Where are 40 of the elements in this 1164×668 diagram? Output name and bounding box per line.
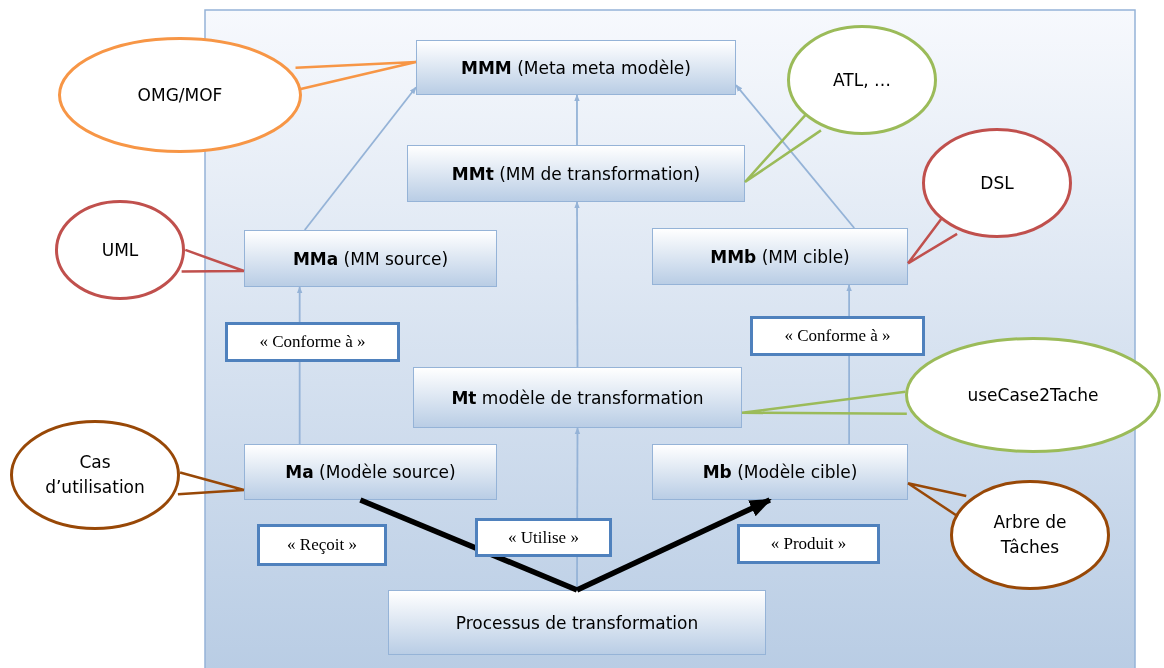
callout-text: DSL bbox=[979, 171, 1015, 195]
edge-label: « Conforme à » bbox=[225, 322, 400, 362]
edge-label: « Utilise » bbox=[475, 518, 612, 557]
model-box bbox=[244, 230, 497, 287]
callout-pointer bbox=[176, 471, 246, 496]
model-box bbox=[652, 444, 908, 500]
box-label: MMM (Meta meta modèle) bbox=[461, 57, 691, 78]
arrow bbox=[735, 84, 856, 229]
model-box bbox=[413, 367, 742, 428]
box-label: MMt (MM de transformation) bbox=[451, 163, 701, 184]
arrow bbox=[575, 497, 772, 593]
box-label: MMa (MM source) bbox=[292, 248, 449, 269]
callout-pointer bbox=[906, 216, 959, 265]
model-box bbox=[652, 228, 908, 285]
arrow bbox=[303, 86, 417, 231]
callout-pointer bbox=[743, 112, 823, 184]
box-label: Processus de transformation bbox=[455, 612, 699, 633]
callout-pointer bbox=[294, 60, 418, 91]
arrow bbox=[574, 201, 580, 368]
edge-label: « Produit » bbox=[737, 524, 880, 564]
model-box bbox=[407, 145, 745, 202]
edge-label: « Reçoit » bbox=[257, 524, 387, 566]
callout-pointer bbox=[740, 390, 909, 415]
model-box bbox=[416, 40, 736, 95]
callout-pointer bbox=[180, 248, 246, 273]
box-label: MMb (MM cible) bbox=[710, 246, 850, 267]
callout-pointer bbox=[906, 481, 968, 518]
model-box bbox=[244, 444, 497, 500]
box-label: Mt modèle de transformation bbox=[451, 387, 704, 408]
edge-label: « Conforme à » bbox=[750, 316, 925, 356]
callout-text: OMG/MOF bbox=[136, 83, 224, 107]
box-label: Mb (Modèle cible) bbox=[702, 462, 858, 482]
model-box bbox=[388, 590, 766, 655]
arrow bbox=[574, 94, 580, 146]
callout-text: Arbre de Tâches bbox=[992, 511, 1068, 559]
callout-text: ATL, … bbox=[832, 68, 892, 92]
callout-text: UML bbox=[100, 238, 140, 262]
callout-text: Cas d’utilisation bbox=[44, 451, 146, 499]
box-label: Ma (Modèle source) bbox=[285, 462, 456, 482]
callout-text: useCase2Tache bbox=[966, 383, 1100, 407]
